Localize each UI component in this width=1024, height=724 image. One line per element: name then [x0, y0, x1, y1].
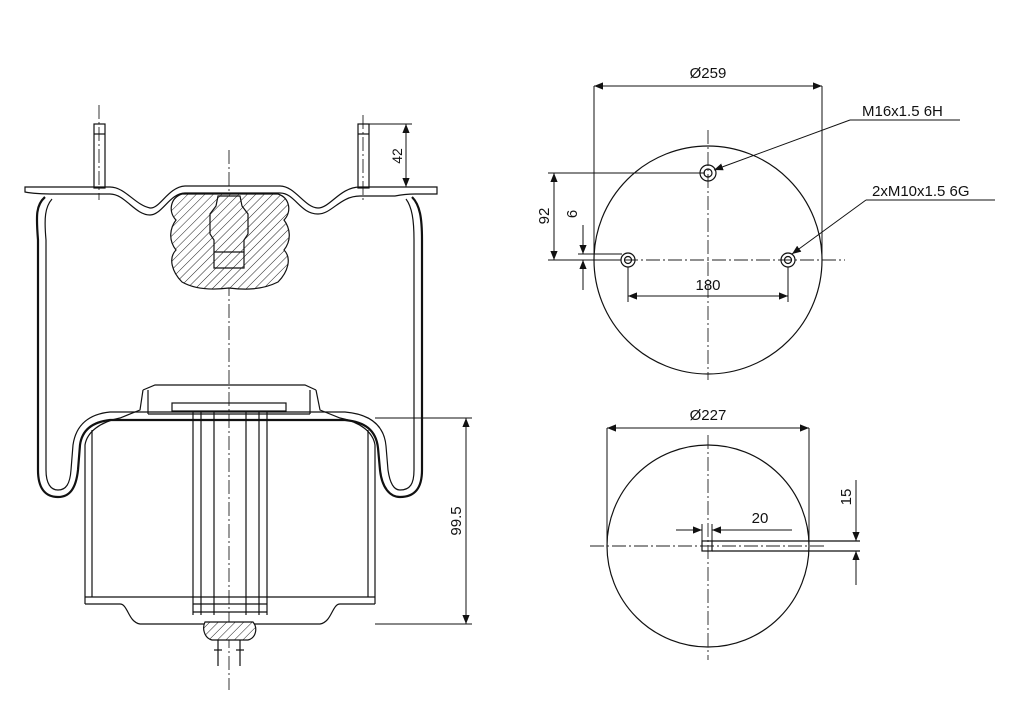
piston [84, 384, 376, 666]
center-thread-label: M16x1.5 6H [862, 103, 943, 120]
bellows [35, 196, 424, 499]
left-stud [93, 123, 106, 189]
top-plate-view: Ø259 M16x1.5 6H 2xM10x1.5 6G 92 6 180 [536, 65, 995, 380]
bumper-section [170, 193, 290, 290]
bottom-height-label: 15 [838, 489, 855, 506]
top-diameter-label: Ø259 [690, 65, 727, 82]
piston-height-label: 99.5 [448, 506, 465, 535]
bottom-slot [701, 540, 713, 552]
bottom-offset-label: 20 [752, 510, 769, 527]
right-stud [357, 123, 370, 189]
bolt-thread-label: 2xM10x1.5 6G [872, 183, 970, 200]
top-small-offset-label: 6 [564, 210, 581, 218]
bolt-spacing-label: 180 [695, 277, 720, 294]
top-offset-label: 92 [536, 208, 553, 225]
side-view: 42 99.5 [24, 105, 472, 690]
stud-height-label: 42 [389, 148, 405, 164]
top-plate [24, 185, 438, 216]
bottom-diameter-label: Ø227 [690, 407, 727, 424]
bottom-plate-view: Ø227 20 15 [590, 407, 860, 660]
